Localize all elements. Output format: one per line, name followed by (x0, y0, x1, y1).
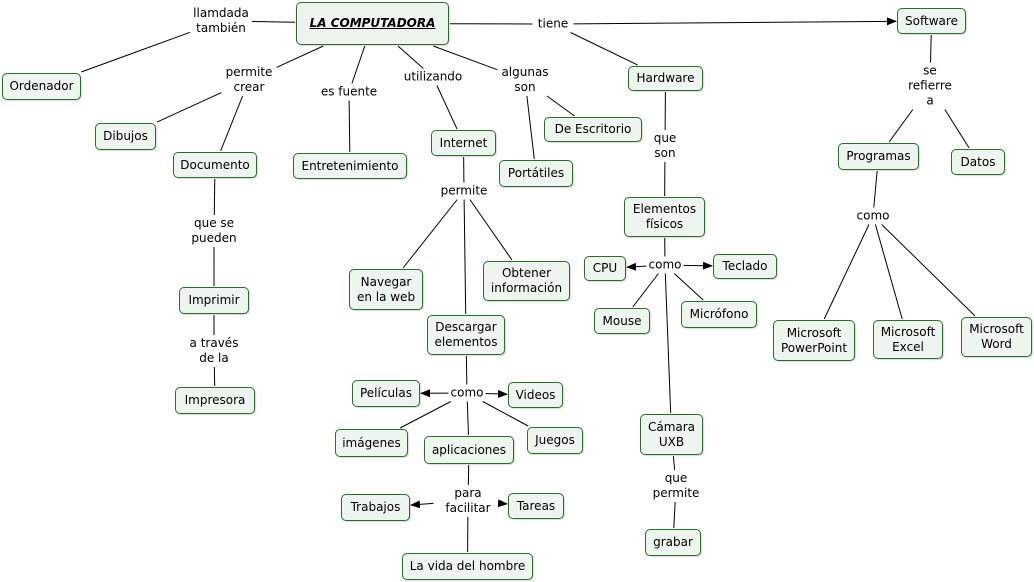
concept-node-camara[interactable]: Cámara UXB (640, 414, 703, 455)
link-root-to-algunas-son (433, 45, 498, 71)
concept-node-juegos[interactable]: Juegos (527, 427, 583, 454)
link-como-hw-to-teclado (681, 261, 713, 270)
concept-node-ordenador[interactable]: Ordenador (2, 73, 81, 100)
concept-node-videos[interactable]: Videos (508, 382, 563, 408)
link-se-refierre-to-datos (944, 109, 970, 149)
linking-phrase-como-prog: como (854, 208, 892, 224)
concept-node-root[interactable]: LA COMPUTADORA (296, 2, 449, 45)
concept-node-datos[interactable]: Datos (951, 149, 1005, 175)
concept-node-microfono[interactable]: Micrófono (681, 301, 757, 328)
concept-node-descargar[interactable]: Descargar elementos (427, 315, 505, 355)
linking-phrase-se-refierre: se refierre a (906, 63, 954, 109)
link-documento-to-que-se-pueden (213, 178, 216, 216)
concept-node-obtener[interactable]: Obtener información (483, 261, 570, 301)
link-como-hw-to-camara (664, 273, 672, 414)
concept-node-entretenimiento[interactable]: Entretenimiento (293, 153, 407, 179)
concept-node-tareas[interactable]: Tareas (508, 493, 564, 519)
link-como-desc-to-aplicaciones (466, 401, 469, 436)
concept-node-elementos-fisicos[interactable]: Elementos físicos (624, 197, 705, 237)
link-se-refierre-to-programas (888, 109, 914, 143)
concept-node-programas[interactable]: Programas (838, 143, 919, 170)
linking-phrase-permite-crear: permite crear (223, 65, 275, 95)
concept-node-cpu[interactable]: CPU (584, 256, 626, 281)
concept-node-escritorio[interactable]: De Escritorio (544, 117, 642, 142)
link-root-to-utilizando (397, 45, 424, 69)
concept-node-powerpoint[interactable]: Microsoft PowerPoint (773, 320, 855, 361)
linking-phrase-a-traves: a través de la (187, 336, 241, 366)
concept-node-software[interactable]: Software (897, 8, 966, 34)
concept-node-documento[interactable]: Documento (173, 152, 257, 178)
concept-node-imagenes[interactable]: imágenes (335, 429, 408, 457)
link-permite-to-descargar (463, 199, 467, 315)
link-utilizando-to-internet (436, 85, 458, 130)
concept-node-grabar[interactable]: grabar (645, 529, 701, 556)
linking-phrase-tiene: tiene (535, 16, 571, 32)
link-que-permite-to-grabar (673, 501, 676, 529)
concept-node-vida[interactable]: La vida del hombre (402, 553, 533, 580)
link-como-hw-to-microfono (673, 273, 704, 301)
concept-node-navegar[interactable]: Navegar en la web (349, 269, 423, 310)
concept-node-aplicaciones[interactable]: aplicaciones (424, 436, 514, 464)
concept-node-peliculas[interactable]: Películas (352, 380, 420, 407)
linking-phrase-para-facilitar: para facilitar (443, 486, 493, 516)
link-permite-to-navegar (402, 199, 458, 269)
linking-phrase-utilizando: utilizando (401, 69, 465, 85)
link-permite-crear-to-documento (220, 95, 244, 152)
link-como-desc-to-juegos (482, 401, 529, 427)
link-tiene-to-software (573, 17, 897, 26)
concept-node-dibujos[interactable]: Dibujos (95, 123, 156, 150)
link-root-to-permite-crear (276, 45, 324, 68)
link-como-desc-to-imagenes (399, 401, 451, 429)
link-permite-crear-to-dibujos (156, 92, 222, 123)
link-permite-to-obtener (469, 199, 513, 261)
concept-node-word[interactable]: Microsoft Word (961, 317, 1032, 357)
linking-phrase-es-fuente: es fuente (318, 84, 380, 100)
link-como-prog-to-powerpoint (823, 224, 870, 320)
concept-node-imprimir[interactable]: Imprimir (179, 287, 249, 314)
link-como-hw-to-cpu (626, 262, 649, 271)
link-como-prog-to-excel (874, 224, 903, 320)
link-como-desc-to-videos (483, 389, 508, 398)
linking-phrase-que-se-pueden: que se pueden (189, 216, 239, 246)
linking-phrase-que-permite: que permite (650, 471, 702, 501)
link-root-to-es-fuente (351, 45, 366, 84)
link-es-fuente-to-entretenimiento (348, 100, 351, 153)
concept-node-portatiles[interactable]: Portátiles (499, 160, 573, 187)
concept-node-teclado[interactable]: Teclado (713, 254, 777, 279)
linking-phrase-llamada: llamdada también (191, 6, 251, 36)
link-tiene-to-hardware (570, 32, 638, 66)
link-camara-to-que-permite (672, 455, 676, 471)
link-como-hw-to-mouse (632, 273, 659, 308)
concept-node-mouse[interactable]: Mouse (594, 308, 650, 334)
linking-phrase-como-hw: como (646, 257, 684, 273)
linking-phrase-algunas-son: algunas son (499, 65, 551, 95)
link-como-prog-to-word (881, 224, 976, 317)
linking-phrase-permite: permite (438, 183, 490, 199)
link-programas-to-como-prog (873, 170, 878, 208)
concept-node-impresora[interactable]: Impresora (175, 387, 255, 414)
concept-node-hardware[interactable]: Hardware (628, 66, 703, 91)
link-algunas-son-to-portatiles (526, 95, 535, 160)
link-para-facilitar-to-trabajos (410, 500, 434, 509)
linking-phrase-como-desc: como (448, 385, 486, 401)
concept-node-trabajos[interactable]: Trabajos (341, 494, 410, 521)
link-algunas-son-to-escritorio (546, 95, 575, 117)
link-software-to-se-refierre (930, 34, 932, 63)
linking-phrase-que-son: que son (651, 131, 679, 161)
link-root-to-llamada (251, 21, 296, 23)
concept-node-excel[interactable]: Microsoft Excel (873, 320, 943, 359)
concept-node-internet[interactable]: Internet (431, 130, 496, 156)
link-llamada-to-ordenador (81, 31, 191, 73)
